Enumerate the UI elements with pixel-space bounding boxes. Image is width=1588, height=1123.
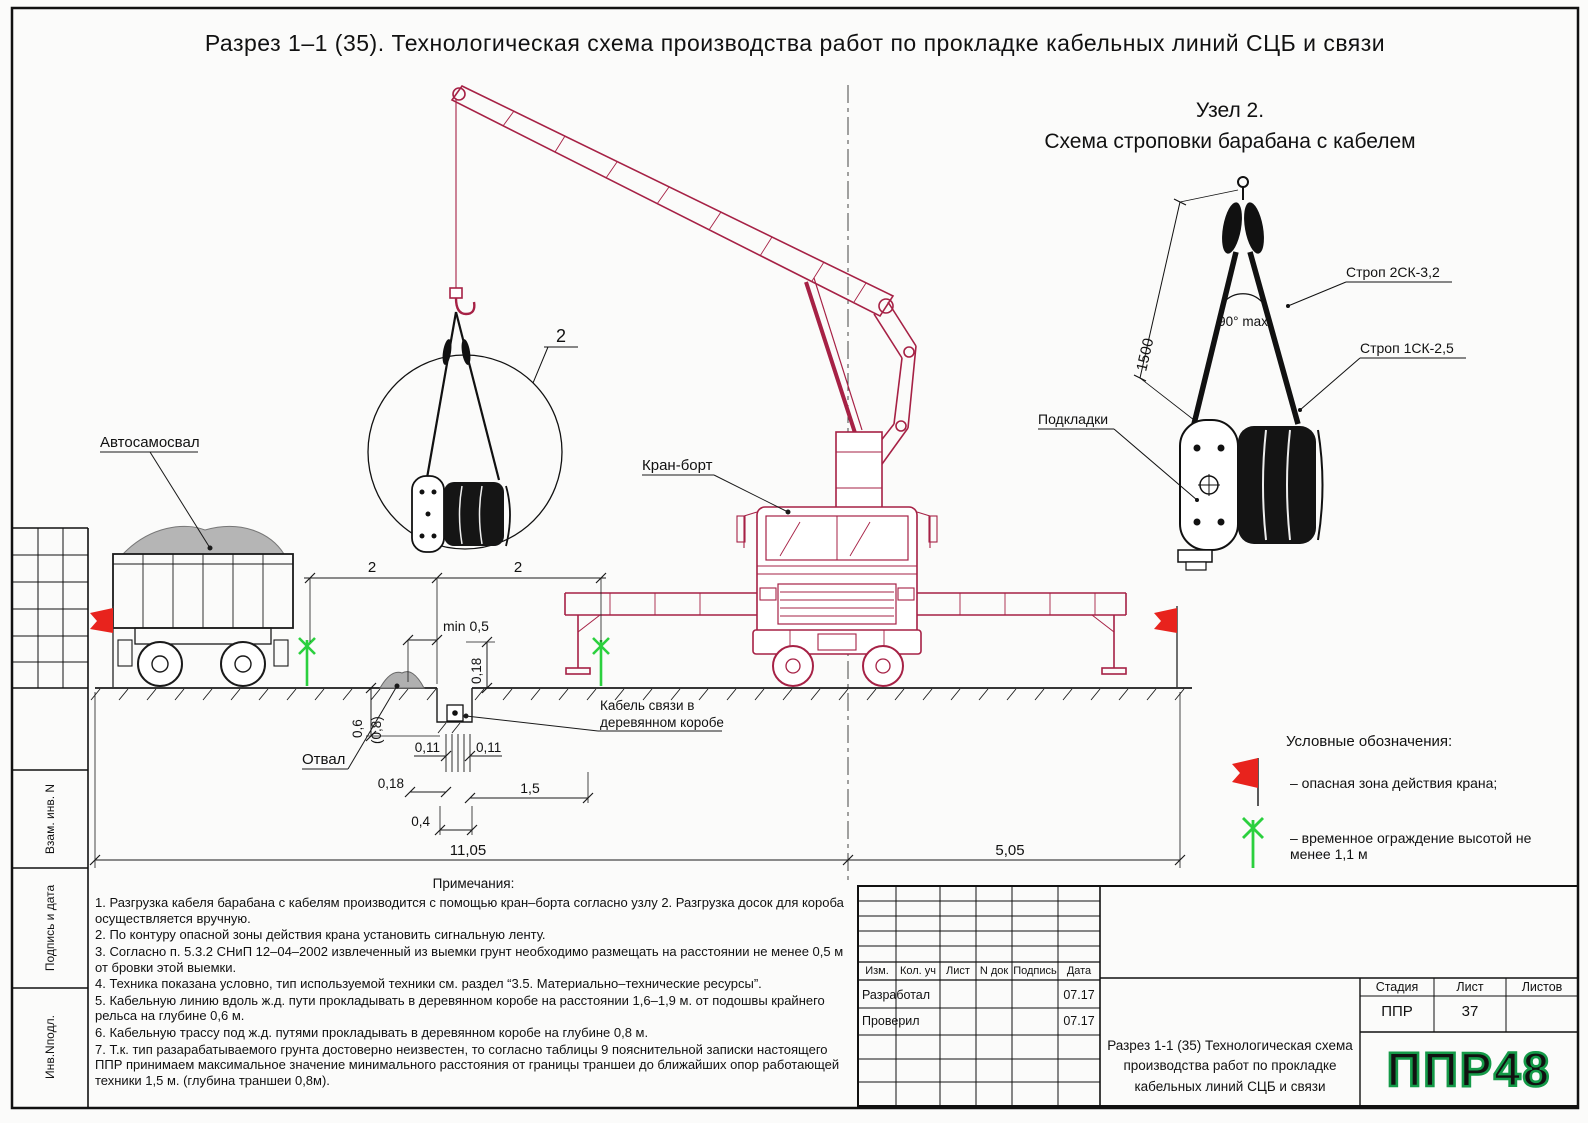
svg-text:11,05: 11,05 (450, 842, 486, 859)
ground-line (90, 687, 1192, 734)
stamp-stage-label: Стадия (1375, 980, 1419, 994)
note-item: 5. Кабельную линию вдоль ж.д. пути прокл… (95, 992, 825, 1024)
stamp-sheet-value: 37 (1461, 1003, 1479, 1020)
callout-leaders (100, 451, 791, 770)
stamp-sheets-label: Листов (1521, 980, 1563, 994)
fence-icon (298, 637, 316, 686)
crane-truck-label: Кран-борт (642, 457, 713, 474)
spoil-label: Отвал (302, 751, 345, 768)
stamp-col-ndok: N док (979, 965, 1009, 977)
cable-label-line1: Кабель связи в (600, 698, 694, 713)
node2-title-line2: Схема строповки барабана с кабелем (1044, 130, 1416, 153)
svg-text:2: 2 (368, 559, 376, 576)
node2-texts: 1500 90° max Строп 2СК-3,2 Строп 1СК-2,5… (1038, 264, 1454, 427)
svg-text:2: 2 (514, 559, 522, 576)
node2-title-line1: Узел 2. (1195, 99, 1265, 122)
stamp-col-kol: Кол. уч (899, 965, 937, 977)
svg-text:0,6: 0,6 (350, 719, 365, 738)
crane-hook-icon (454, 297, 476, 316)
trench (436, 688, 473, 723)
company-logo: ППР48 (1387, 1044, 1551, 1097)
svg-text:90° max: 90° max (1218, 314, 1268, 329)
stamp-doc-title: Разрез 1-1 (35) Технологическая схема пр… (1107, 1038, 1353, 1094)
left-column-grid (12, 527, 89, 1108)
side-label-vzam: Взам. инв. N (43, 784, 57, 854)
svg-text:1,5: 1,5 (520, 780, 540, 796)
pad-block (1185, 561, 1207, 571)
dump-truck-label: Автосамосвал (100, 434, 200, 451)
dimension-lines (89, 572, 1186, 868)
sheet-title: Разрез 1–1 (35). Технологическая схема п… (204, 30, 1386, 56)
notes-block: Примечания: 1. Разгрузка кабеля барабана… (95, 876, 852, 1089)
svg-text:min 0,5: min 0,5 (443, 618, 489, 634)
cable-label-line2: деревянном коробе (600, 715, 724, 730)
stamp-row-developed: Разработал (862, 988, 931, 1002)
crane-truck-cab (736, 506, 938, 687)
fence-icon (592, 637, 610, 686)
svg-text:0,11: 0,11 (415, 740, 440, 755)
cable-box (446, 704, 464, 722)
sand-mound (121, 525, 285, 555)
sheet-frame (10, 6, 1580, 1110)
danger-flag-icon (1154, 606, 1178, 688)
strop-lower-label: Строп 1СК-2,5 (1360, 340, 1454, 356)
title-block-grid (857, 885, 1579, 1107)
note-item: 6. Кабельную трассу под ж.д. путями прок… (95, 1024, 649, 1040)
legend-fence-text: – временное ограждение высотой не менее … (1290, 830, 1532, 862)
stamp-col-podpis: Подпись (1013, 965, 1057, 977)
callout-texts: Автосамосвал Кран-борт Отвал Кабель связ… (100, 434, 724, 768)
dump-truck (112, 525, 294, 687)
legend-title: Условные обозначения: (1286, 733, 1453, 750)
svg-text:0,4: 0,4 (411, 814, 430, 829)
note-item: 3. Согласно п. 5.3.2 СНиП 12–04–2002 изв… (95, 943, 844, 975)
note-item: 7. Т.к. тип разарабатываемого грунта дос… (95, 1041, 840, 1088)
svg-text:0,18: 0,18 (378, 776, 404, 791)
note-item: 4. Техника показана условно, тип использ… (95, 976, 762, 992)
dimension-texts: 2 2 min 0,5 0,18 0,6 (0,8) 0,11 0,11 0,1… (350, 559, 1025, 859)
note-item: 2. По контуру опасной зоны действия кран… (95, 927, 546, 943)
pad-block (1177, 549, 1213, 563)
stamp-col-list: Лист (946, 965, 970, 977)
strop-upper-label: Строп 2СК-3,2 (1346, 264, 1440, 280)
hook-and-drum-detail (367, 287, 578, 553)
svg-text:5,05: 5,05 (995, 842, 1024, 859)
stamp-date-checked: 07.17 (1063, 1014, 1095, 1028)
stamp-date-developed: 07.17 (1063, 988, 1095, 1002)
legend-danger-flag-icon (1232, 758, 1259, 806)
stamp-stage-value: ППР (1381, 1003, 1413, 1020)
pads-label: Подкладки (1038, 411, 1108, 427)
stamp-sheet-label: Лист (1456, 980, 1484, 994)
detail-ref-label: 2 (556, 326, 566, 346)
drum-sling-detail (1038, 176, 1466, 571)
svg-text:0,18: 0,18 (469, 658, 484, 684)
side-label-inv: Инв.Nподл. (43, 1015, 57, 1079)
stamp-col-izm: Изм. (865, 965, 889, 977)
crane-boom (450, 84, 917, 509)
notes-title: Примечания: (432, 876, 515, 891)
note-item: 1. Разгрузка кабеля барабана с кабелям п… (95, 895, 844, 926)
legend-fence-icon (1242, 817, 1264, 868)
side-label-podpis: Подпись и дата (43, 885, 57, 972)
svg-text:0,11: 0,11 (476, 740, 501, 755)
legend-danger-text: – опасная зона действия крана; (1290, 775, 1498, 791)
danger-flag-icon (90, 606, 114, 688)
stamp-row-checked: Проверил (862, 1014, 920, 1028)
svg-text:(0,8): (0,8) (369, 716, 384, 744)
svg-text:1500: 1500 (1133, 337, 1157, 373)
spoil-heap-shape (379, 671, 425, 689)
stamp-col-data: Дата (1066, 965, 1092, 977)
